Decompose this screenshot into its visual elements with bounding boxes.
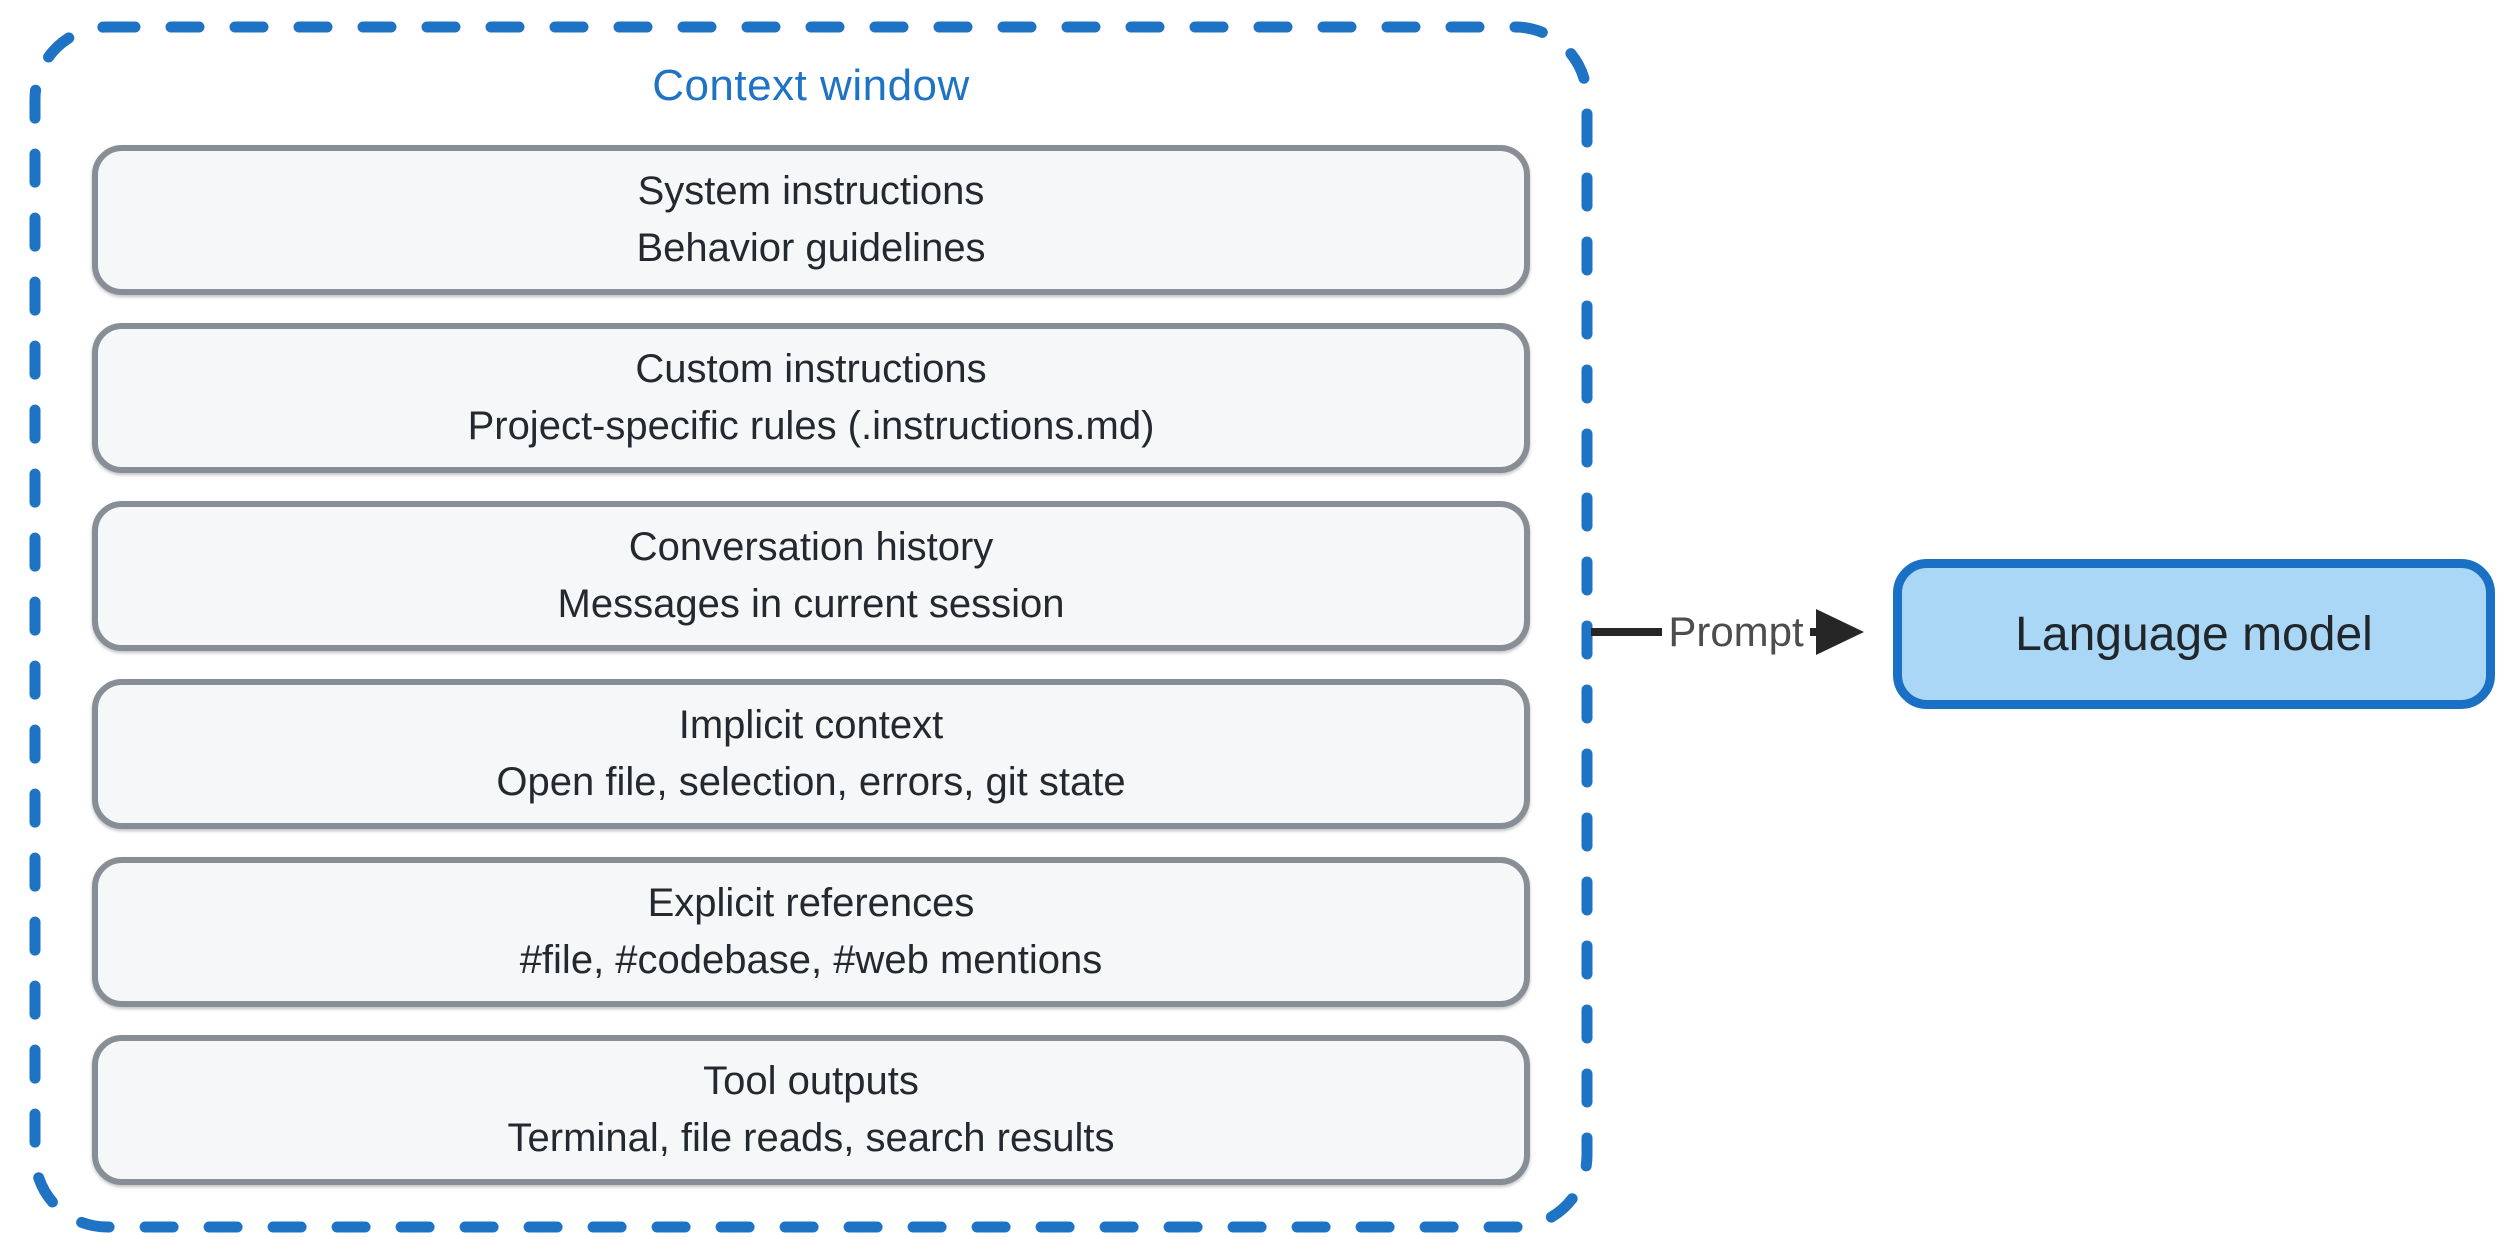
context-box-list: System instructions Behavior guidelines …	[92, 145, 1530, 1185]
box-subtitle: Messages in current session	[557, 582, 1065, 626]
box-subtitle: Open file, selection, errors, git state	[496, 760, 1126, 804]
box-subtitle: Terminal, file reads, search results	[507, 1116, 1115, 1160]
box-subtitle: #file, #codebase, #web mentions	[519, 938, 1103, 982]
context-box-custom-instructions: Custom instructions Project-specific rul…	[92, 323, 1530, 473]
box-title: System instructions	[637, 169, 985, 213]
context-box-implicit-context: Implicit context Open file, selection, e…	[92, 679, 1530, 829]
prompt-arrow-label: Prompt	[1662, 607, 1810, 657]
box-title: Custom instructions	[635, 347, 987, 391]
context-box-system-instructions: System instructions Behavior guidelines	[92, 145, 1530, 295]
box-title: Tool outputs	[703, 1059, 919, 1103]
box-title: Explicit references	[647, 881, 975, 925]
context-box-conversation-history: Conversation history Messages in current…	[92, 501, 1530, 651]
box-subtitle: Project-specific rules (.instructions.md…	[467, 404, 1155, 448]
context-box-explicit-references: Explicit references #file, #codebase, #w…	[92, 857, 1530, 1007]
context-window: Context window System instructions Behav…	[35, 27, 1587, 1227]
box-title: Conversation history	[628, 525, 994, 569]
language-model-box: Language model	[1893, 559, 2495, 709]
context-window-title: Context window	[652, 61, 970, 110]
prompt-arrowhead-icon	[1816, 609, 1864, 655]
context-box-tool-outputs: Tool outputs Terminal, file reads, searc…	[92, 1035, 1530, 1185]
box-subtitle: Behavior guidelines	[636, 226, 986, 270]
box-title: Implicit context	[678, 703, 944, 747]
language-model-label: Language model	[2015, 607, 2373, 661]
